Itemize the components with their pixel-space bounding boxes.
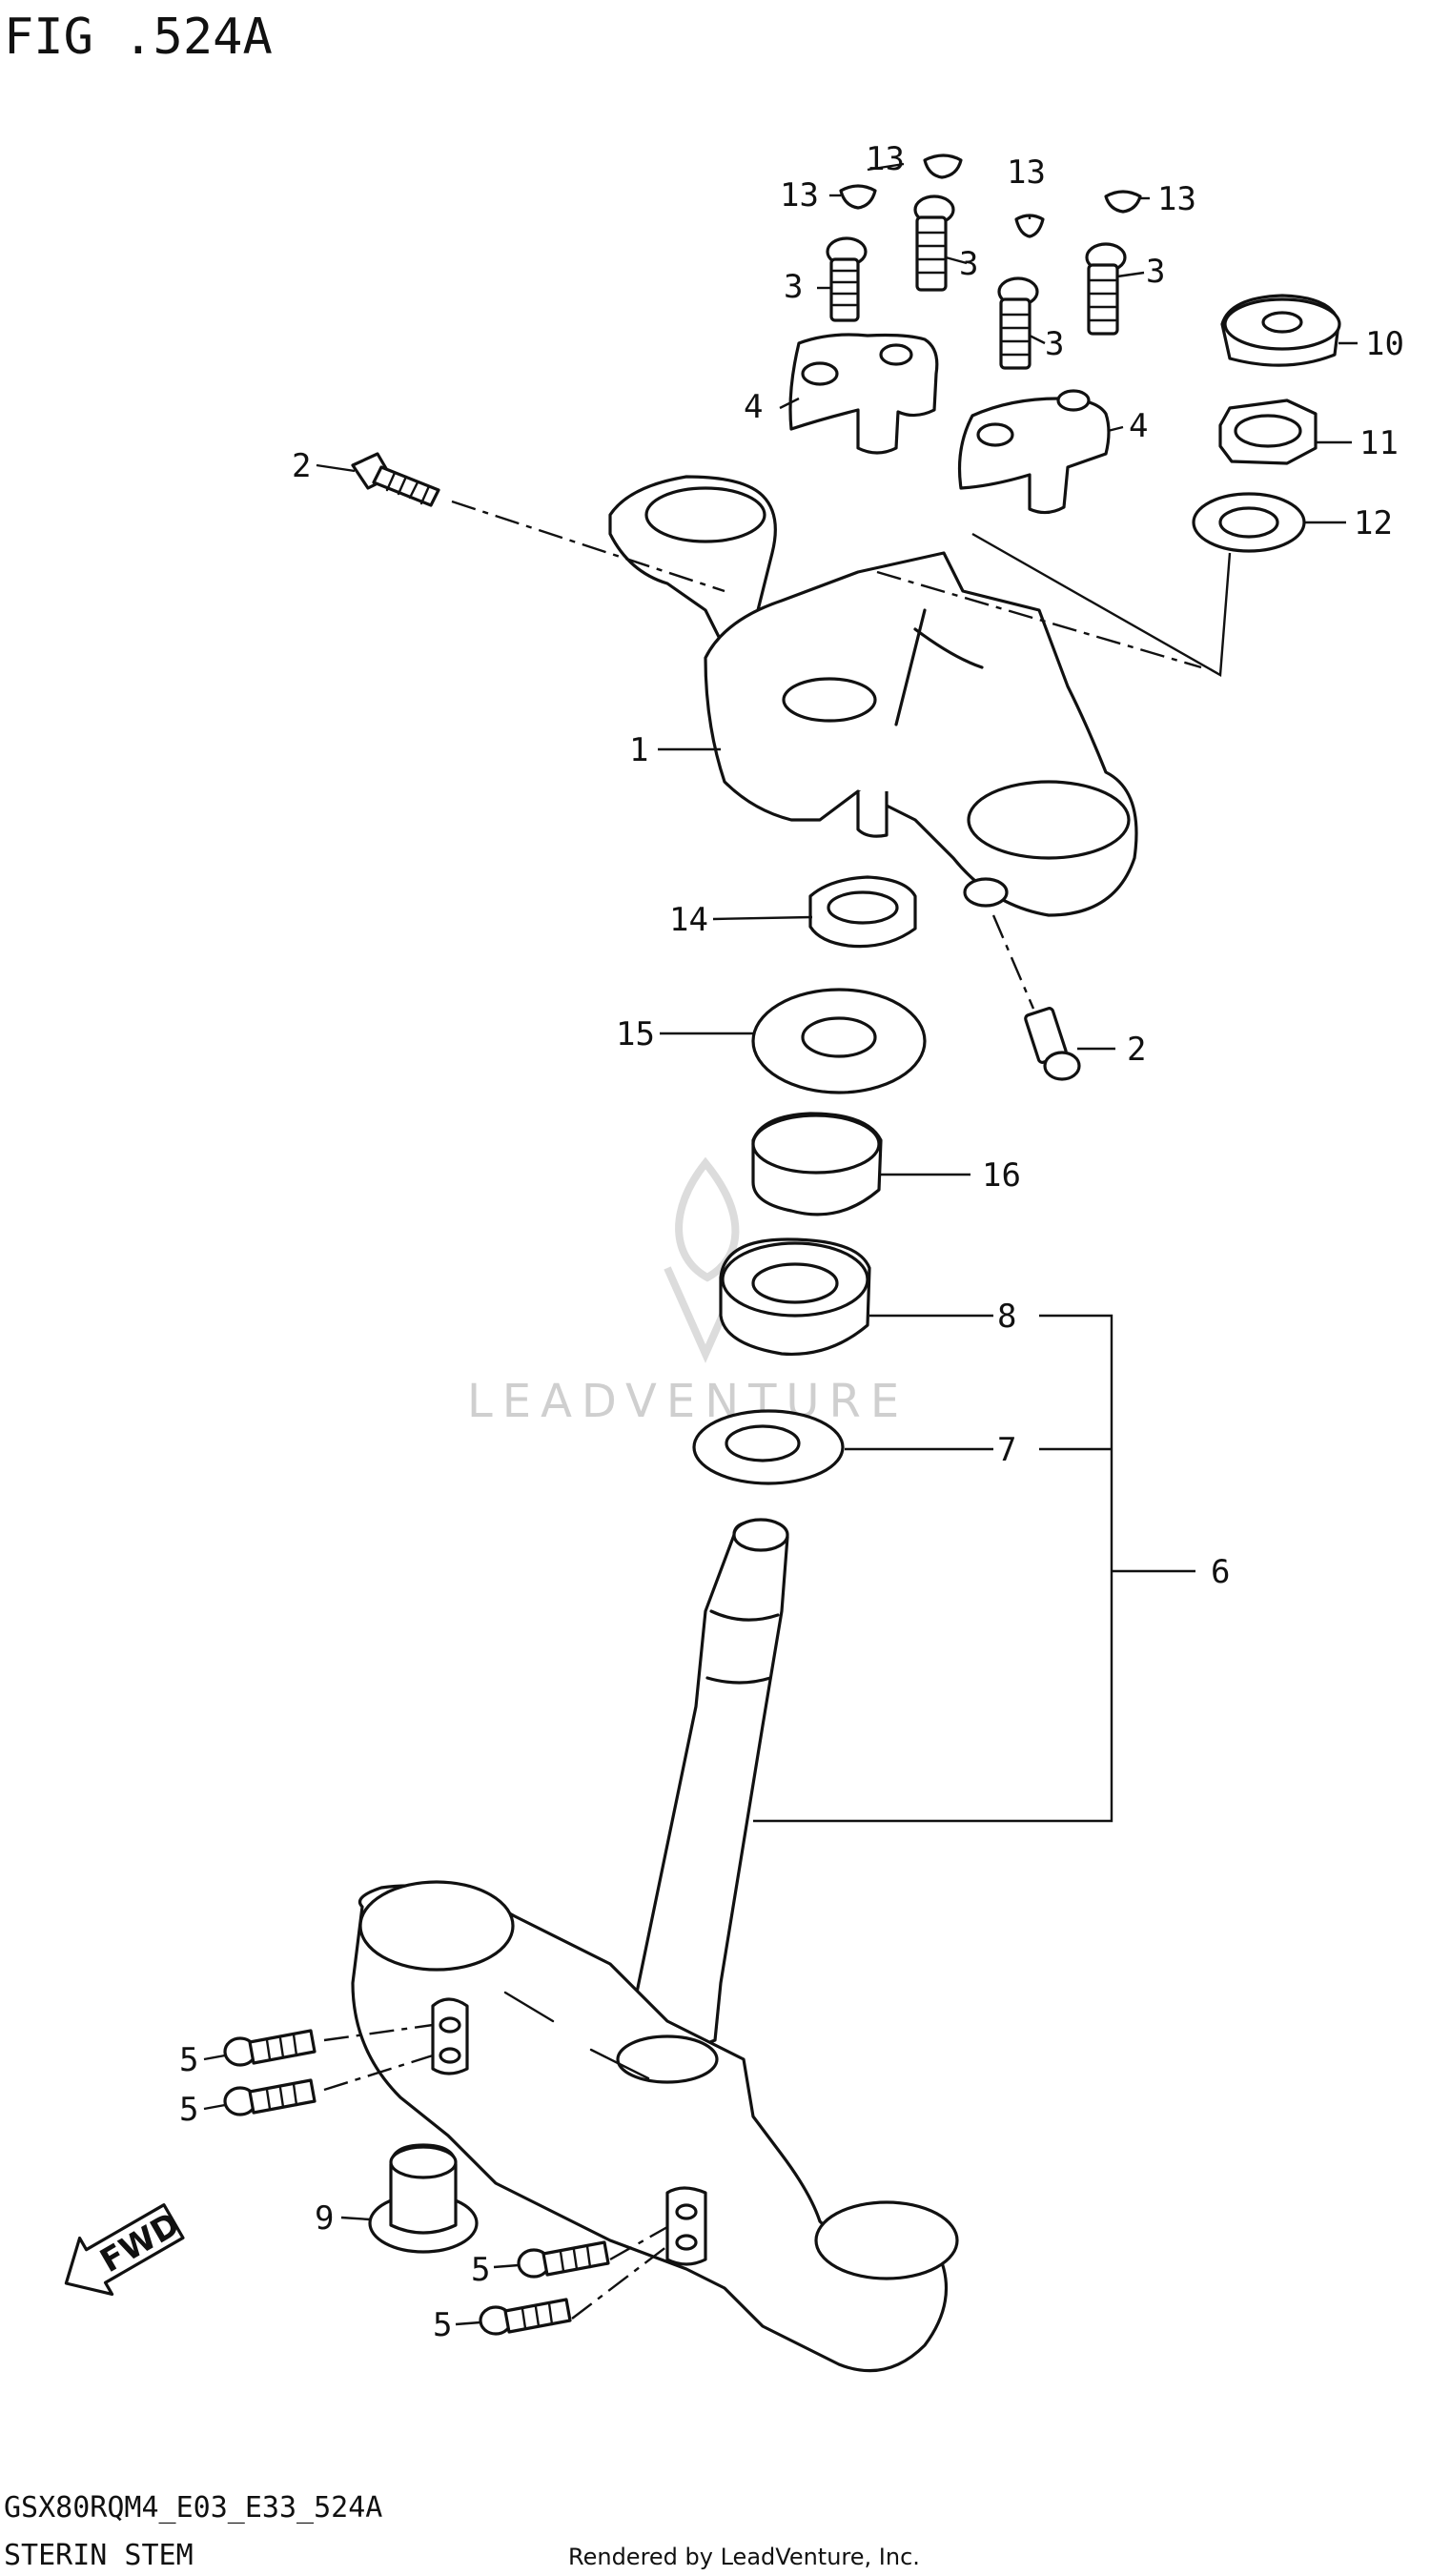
callout-3-d: 3 xyxy=(1146,253,1165,291)
part-2-upper-bolt[interactable] xyxy=(351,452,440,507)
callout-10: 10 xyxy=(1365,325,1404,363)
callout-16: 16 xyxy=(982,1156,1021,1195)
callout-13-d: 13 xyxy=(1157,180,1196,218)
callout-1: 1 xyxy=(629,731,648,769)
callout-4-b: 4 xyxy=(1129,407,1148,445)
part-2-lower-bolt[interactable] xyxy=(1024,1007,1081,1081)
callout-8: 8 xyxy=(997,1298,1016,1336)
rendered-by: Rendered by LeadVenture, Inc. xyxy=(568,2544,920,2570)
callout-13-c: 13 xyxy=(1007,153,1046,192)
part-16-seal[interactable] xyxy=(751,1112,883,1216)
callout-3-c: 3 xyxy=(1045,325,1064,363)
figure-title: FIG .524A xyxy=(4,9,273,66)
leadventure-watermark: LEADVENTURE xyxy=(467,1156,909,1428)
part-14-lock-nut[interactable] xyxy=(808,875,917,949)
part-10-cap[interactable] xyxy=(1220,294,1341,367)
part-5-bolts[interactable] xyxy=(223,2029,610,2336)
callout-3-a: 3 xyxy=(784,268,803,306)
part-15-washer[interactable] xyxy=(751,988,927,1094)
callout-5-d: 5 xyxy=(433,2306,452,2344)
callout-5-a: 5 xyxy=(179,2041,198,2079)
part-4-handlebar-holders[interactable] xyxy=(788,333,1111,515)
fwd-label: FWD xyxy=(93,2205,186,2280)
part-8-bearing[interactable] xyxy=(719,1237,871,1357)
part-9-collar[interactable] xyxy=(368,2143,479,2254)
callout-6: 6 xyxy=(1211,1553,1230,1591)
callout-14: 14 xyxy=(669,901,708,939)
callout-5-b: 5 xyxy=(179,2091,198,2129)
part-7-race[interactable] xyxy=(692,1409,845,1485)
part-12-washer[interactable] xyxy=(1192,492,1306,553)
callout-15: 15 xyxy=(616,1015,655,1053)
callout-2-a: 2 xyxy=(292,447,311,485)
part-6-steering-stem[interactable] xyxy=(351,1518,959,2373)
callout-4-a: 4 xyxy=(744,388,763,426)
callout-7: 7 xyxy=(997,1431,1016,1469)
callout-11: 11 xyxy=(1359,424,1399,462)
part-13-caps[interactable] xyxy=(839,153,1142,238)
callout-9: 9 xyxy=(315,2199,334,2238)
callout-2-b: 2 xyxy=(1127,1031,1146,1069)
callout-3-b: 3 xyxy=(959,245,978,283)
leader-lines xyxy=(203,162,1358,2326)
callout-labels: 13 13 13 13 3 3 3 3 4 4 10 11 12 2 2 1 1… xyxy=(179,140,1404,2344)
callout-12: 12 xyxy=(1354,504,1393,542)
part-1-upper-bracket[interactable] xyxy=(608,475,1138,917)
callout-13-a: 13 xyxy=(866,140,905,178)
callout-5-c: 5 xyxy=(471,2251,490,2289)
watermark-text: LEADVENTURE xyxy=(467,1375,909,1428)
fwd-direction-arrow: FWD xyxy=(64,2203,187,2297)
callout-13-b: 13 xyxy=(780,176,819,215)
part-11-nut[interactable] xyxy=(1218,399,1318,465)
model-code: GSX80RQM4_E03_E33_524A xyxy=(4,2491,382,2525)
part-3-bolts[interactable] xyxy=(826,194,1127,370)
section-name: STERIN STEM xyxy=(4,2539,194,2572)
